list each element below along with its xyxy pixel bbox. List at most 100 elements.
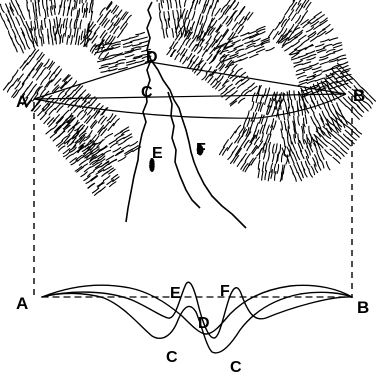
hachure-stroke [40,113,46,120]
hachure-stroke [204,43,209,50]
hachure-stroke [108,23,113,30]
hachure-stroke [227,143,232,151]
hachure-stroke [201,63,206,69]
hachure-stroke [257,49,265,53]
hachure-stroke [59,18,61,27]
hachure-stroke [315,78,323,81]
hachure-stroke [69,0,71,9]
hachure-stroke [305,115,307,124]
hachure-stroke [216,61,221,67]
hachure-stroke [207,45,211,52]
hachure-stroke [254,113,257,122]
hachure-stroke [159,3,160,12]
hachure-stroke [314,12,321,17]
hachure-stroke [215,0,218,8]
hachure-stroke [265,96,268,105]
hachure-stroke [199,0,202,4]
hachure-stroke [323,127,330,133]
hachure-stroke [326,162,330,170]
hachure-stroke [244,91,250,96]
hachure-stroke [236,68,242,73]
hachure-stroke [285,46,292,51]
hachure-stroke [127,60,136,62]
hachure-stroke [207,0,210,6]
hachure-stroke [247,118,250,127]
hachure-stroke [99,66,108,68]
hachure-stroke [53,26,54,35]
hachure-stroke [29,69,34,76]
hachure-stroke [78,36,80,45]
hachure-stroke [60,24,62,33]
hachure-stroke [292,13,297,21]
hachure-stroke [179,0,180,8]
label-section-d: D [198,315,210,332]
hachure-stroke [339,62,348,65]
hachure-stroke [301,162,305,170]
hachure-stroke [313,70,322,73]
hachure-stroke [136,32,145,34]
hachure-stroke [52,36,53,45]
hachure-stroke [56,141,62,146]
hachure-stroke [334,153,341,159]
hachure-stroke [30,0,31,2]
hachure-stroke [186,39,191,46]
hachure-stroke [229,87,235,92]
hachure-stroke [303,11,308,18]
hachure-stroke [88,183,94,188]
hachure-stroke [309,169,313,177]
hachure-stroke [55,79,61,86]
label-section-f: F [220,283,230,300]
hachure-stroke [4,21,8,29]
hachure-stroke [130,146,138,151]
hachure-stroke [252,93,255,102]
hachure-stroke [234,46,242,50]
hachure-stroke [275,22,280,30]
hachure-stroke [338,134,345,140]
hachure-stroke [123,45,132,47]
hachure-stroke [104,176,110,181]
hachure-stroke [74,20,76,29]
hachure-stroke [198,47,203,54]
hachure-stroke [114,119,120,126]
hachure-stroke [108,124,114,131]
hachure-stroke [100,8,105,15]
hachure-stroke [177,46,181,53]
hachure-stroke [208,6,211,15]
hachure-stroke [33,3,34,12]
hachure-stroke [82,3,84,12]
label-plan-d: D [146,49,158,66]
hachure-stroke [74,28,76,37]
hachure-stroke [248,83,254,88]
hachure-stroke [91,11,93,20]
hachure-stroke [163,29,164,38]
label-plan-a: A [16,92,28,111]
hachure-stroke [61,0,63,7]
hachure-stroke [200,16,203,25]
hachure-stroke [0,13,4,21]
hachure-stroke [42,103,48,110]
hachure-stroke [294,165,298,173]
hachure-stroke [139,45,148,47]
hachure-stroke [244,119,247,128]
hachure-stroke [150,166,151,167]
hachure-stroke [123,42,132,44]
hachure-stroke [289,10,294,18]
hachure-stroke [111,15,116,22]
hachure-stroke [340,100,346,106]
hachure-stroke [227,0,232,5]
hachure-stroke [161,0,162,8]
hachure-stroke [44,59,49,66]
hachure-stroke [63,7,64,16]
hachure-stroke [224,67,229,73]
hachure-stroke [89,4,91,13]
hachure-stroke [298,173,302,181]
hachure-stroke [292,100,294,109]
hachure-stroke [249,31,257,34]
hachure-stroke [292,41,299,46]
hachure-stroke [216,74,221,80]
hachure-stroke [273,144,275,153]
hachure-stroke [196,22,199,31]
hachure-stroke [182,9,185,18]
hachure-stroke [258,160,260,169]
